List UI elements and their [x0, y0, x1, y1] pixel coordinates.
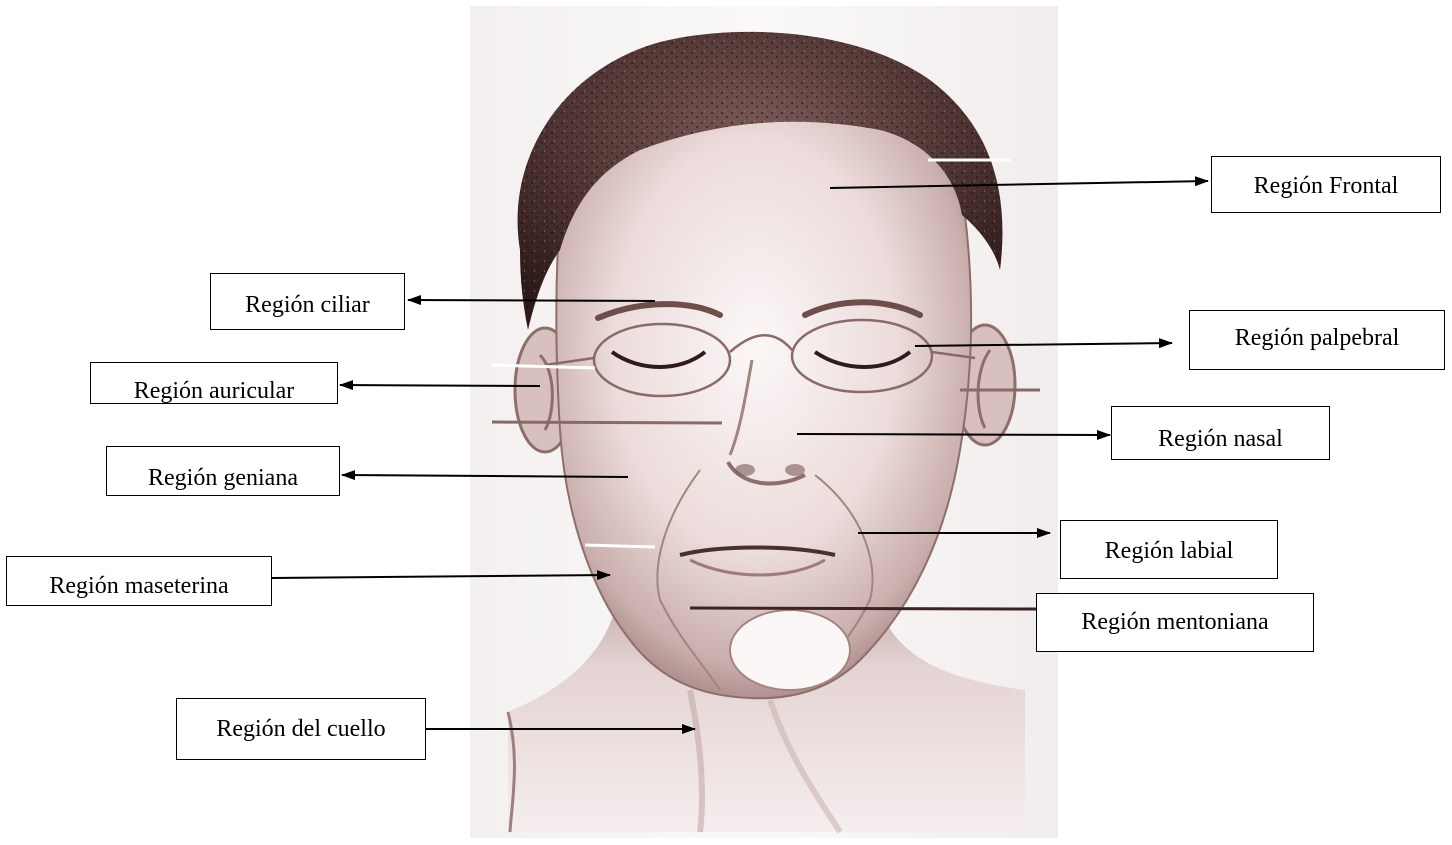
label-region-palpebral: Región palpebral: [1189, 310, 1445, 370]
label-region-frontal: Región Frontal: [1211, 156, 1441, 213]
label-region-ciliar: Región ciliar: [210, 273, 405, 330]
label-region-cuello-text: Región del cuello: [177, 717, 425, 741]
label-region-palpebral-text: Región palpebral: [1190, 326, 1444, 350]
label-region-auricular-text: Región auricular: [91, 379, 337, 403]
label-region-maseterina: Región maseterina: [6, 556, 272, 606]
label-region-nasal-text: Región nasal: [1112, 427, 1329, 451]
label-region-ciliar-text: Región ciliar: [211, 293, 404, 317]
label-region-geniana-text: Región geniana: [107, 466, 339, 490]
label-region-geniana: Región geniana: [106, 446, 340, 496]
label-region-labial-text: Región labial: [1061, 539, 1277, 563]
label-region-auricular: Región auricular: [90, 362, 338, 404]
label-region-cuello: Región del cuello: [176, 698, 426, 760]
label-region-mentoniana: Región mentoniana: [1036, 593, 1314, 652]
label-region-labial: Región labial: [1060, 520, 1278, 579]
label-region-nasal: Región nasal: [1111, 406, 1330, 460]
label-region-maseterina-text: Región maseterina: [7, 574, 271, 598]
label-region-frontal-text: Región Frontal: [1212, 174, 1440, 198]
label-region-mentoniana-text: Región mentoniana: [1037, 610, 1313, 634]
